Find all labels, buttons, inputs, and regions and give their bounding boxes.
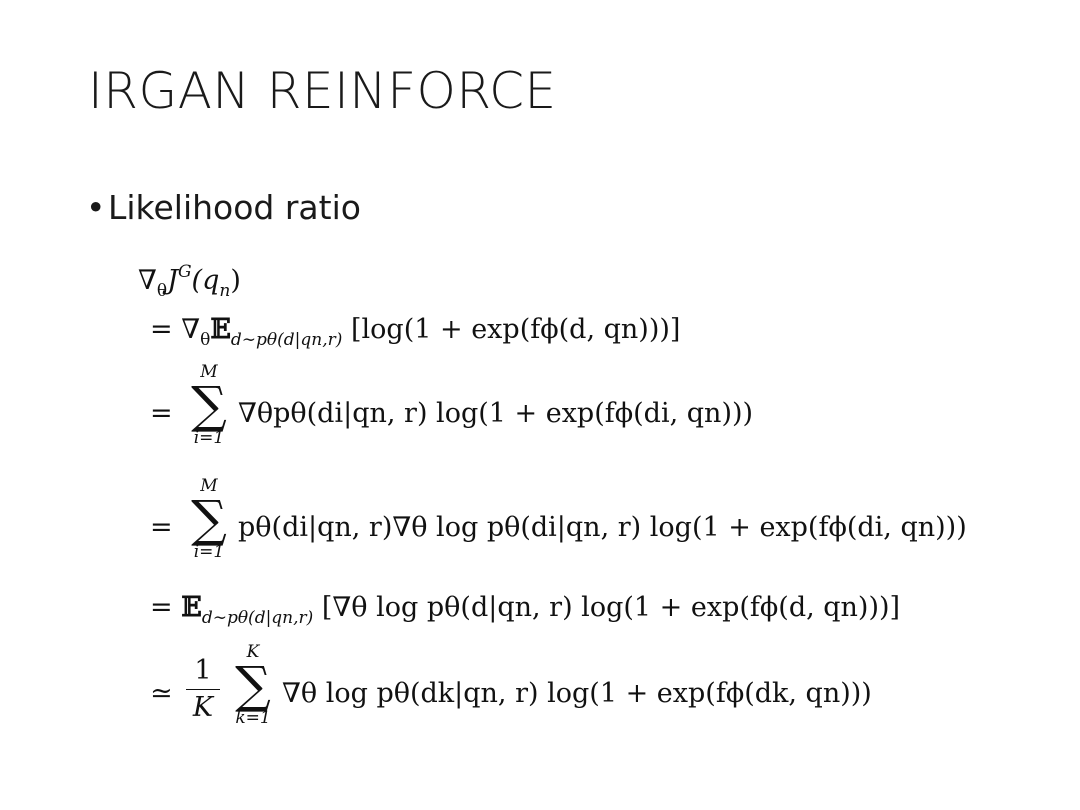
bullet-item: •Likelihood ratio (86, 188, 361, 227)
equation-line-4: = 𝔼d∼pθ(d|qn,r) [∇θ log pθ(d|qn, r) log(… (150, 592, 901, 628)
equation-line-2-eq: = (150, 398, 173, 429)
equation-line-3-body: pθ(di|qn, r)∇θ log pθ(di|qn, r) log(1 + … (238, 512, 967, 543)
summation-3: M ∑ i=1 (191, 476, 227, 562)
summation-5: K ∑ k=1 (235, 642, 271, 728)
bullet-glyph: • (86, 188, 106, 227)
equation-line-5-body: ∇θ log pθ(dk|qn, r) log(1 + exp(fϕ(dk, q… (282, 678, 872, 709)
bullet-text: Likelihood ratio (108, 188, 361, 227)
equation-line-2-body: ∇θpθ(di|qn, r) log(1 + exp(fϕ(di, qn))) (238, 398, 754, 429)
fraction-1-over-k: 1 K (186, 656, 220, 723)
equation-line-5-approx: ≃ (150, 678, 173, 709)
equation-line-1: = ∇θ𝔼d∼pθ(d|qn,r) [log(1 + exp(fϕ(d, qn)… (150, 314, 681, 350)
equation-line-0: ∇θJG(qn) (138, 262, 241, 301)
slide-title: IRGAN REINFORCE (88, 62, 557, 120)
equation-line-3-eq: = (150, 512, 173, 543)
summation-2: M ∑ i=1 (191, 362, 227, 448)
